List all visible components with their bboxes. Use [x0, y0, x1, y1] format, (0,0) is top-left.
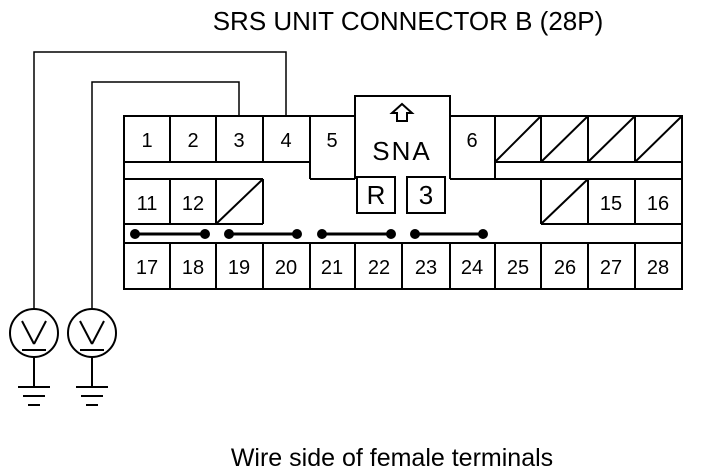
voltmeter-icon [9, 308, 59, 386]
pin-label: 12 [182, 193, 204, 215]
voltmeter-icon [67, 308, 117, 386]
pin-label: 19 [228, 257, 250, 279]
pin-label: 22 [368, 257, 390, 279]
row1-pins: 1 2 3 4 5 6 [141, 130, 477, 152]
pin-label: 17 [136, 257, 158, 279]
probe-lead-pin4 [33, 51, 287, 309]
shorting-bar-dot [200, 229, 210, 239]
shorting-bar-dot [224, 229, 234, 239]
lock-label: SNA [372, 136, 431, 166]
pin-label: 26 [554, 257, 576, 279]
pin-label: 1 [141, 130, 152, 152]
shorting-bar-dot [410, 229, 420, 239]
shorting-bar-dot [317, 229, 327, 239]
diagram-caption: Wire side of female terminals [231, 444, 553, 472]
pin-label: 28 [647, 257, 669, 279]
pin-label: 18 [182, 257, 204, 279]
connector-body [123, 95, 683, 290]
key-3-box [406, 176, 446, 214]
pin-label: 20 [275, 257, 297, 279]
pin-label: 27 [600, 257, 622, 279]
lock-arrow-icon [389, 102, 415, 122]
pin-label: 6 [466, 130, 477, 152]
pin-label: 2 [187, 130, 198, 152]
key-r-box [356, 176, 396, 214]
ground-icon [18, 386, 50, 406]
diagram-title: SRS UNIT CONNECTOR B (28P) [213, 6, 604, 36]
key-r-label: R [367, 180, 386, 210]
ground-icon [76, 386, 108, 406]
shorting-bar-dot [478, 229, 488, 239]
probe-lead-pin3 [91, 81, 240, 309]
pin-label: 3 [233, 130, 244, 152]
pin-label: 24 [461, 257, 483, 279]
pin-label: 21 [321, 257, 343, 279]
pin-label: 15 [600, 193, 622, 215]
pin-label: 5 [326, 130, 337, 152]
pin-label: 25 [507, 257, 529, 279]
row3-pins: 17 18 19 20 21 22 23 24 25 26 27 28 [136, 257, 669, 279]
shorting-bars [130, 229, 488, 239]
key-3-label: 3 [419, 180, 433, 210]
pin-label: 16 [647, 193, 669, 215]
pin-label: 23 [415, 257, 437, 279]
shorting-bar-dot [130, 229, 140, 239]
probe-leads [33, 51, 287, 309]
pin-label: 4 [280, 130, 291, 152]
row2-pins: 11 12 15 16 [137, 193, 670, 215]
shorting-bar-dot [292, 229, 302, 239]
pin-label: 11 [137, 193, 158, 215]
shorting-bar-dot [386, 229, 396, 239]
